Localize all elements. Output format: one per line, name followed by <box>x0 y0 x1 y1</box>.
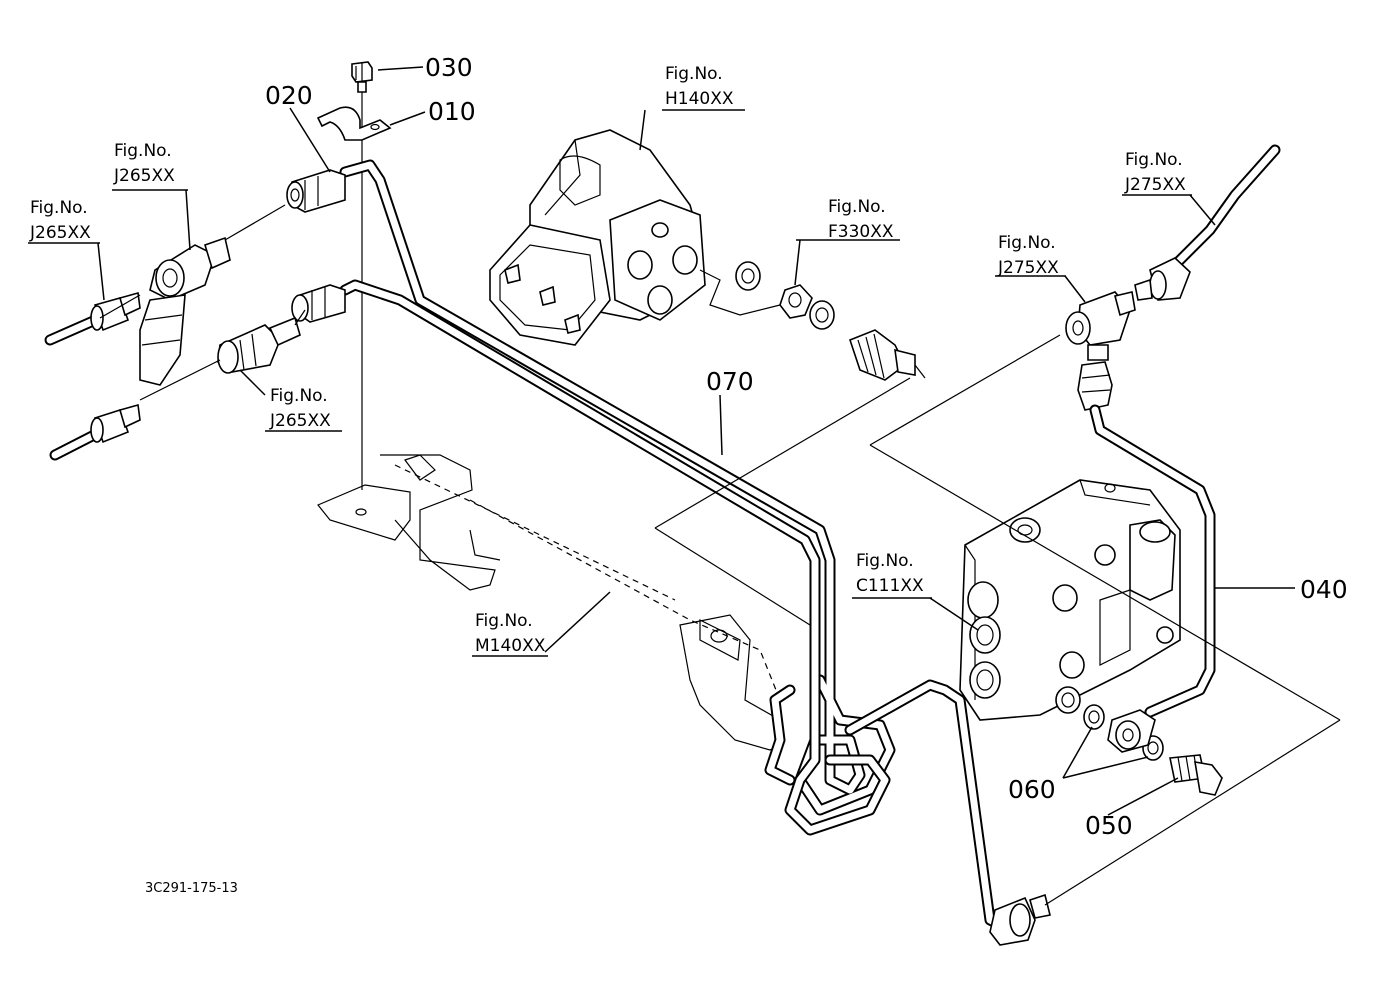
fig-ref-c111: Fig.No. C111XX <box>852 551 932 599</box>
fig-ref-m140: Fig.No. M140XX <box>472 611 548 657</box>
eye-fitting <box>1107 709 1156 753</box>
leader-lines <box>97 66 1341 906</box>
part-label-060: 060 <box>1008 775 1056 804</box>
svg-text:H140XX: H140XX <box>665 89 734 109</box>
tee-fitting-j275 <box>1065 291 1136 361</box>
svg-text:C111XX: C111XX <box>856 576 924 596</box>
svg-text:Fig.No.: Fig.No. <box>270 386 328 406</box>
pipe-070 <box>339 159 1016 936</box>
fig-ref-j265-mid: Fig.No. J265XX <box>265 386 342 432</box>
fig-ref-j275-upper: Fig.No. J275XX <box>1122 150 1192 196</box>
frame-bracket-m140 <box>317 454 781 751</box>
svg-text:Fig.No.: Fig.No. <box>114 141 172 161</box>
pipe-fitting-020 <box>286 169 346 213</box>
clamp-010 <box>316 106 392 141</box>
svg-text:M140XX: M140XX <box>475 636 546 656</box>
fig-ref-f330: Fig.No. F330XX <box>796 197 900 242</box>
svg-text:J265XX: J265XX <box>269 411 331 431</box>
fig-ref-j275-lower: Fig.No. J275XX <box>995 233 1066 278</box>
svg-text:F330XX: F330XX <box>828 222 894 242</box>
fig-ref-j265-top: Fig.No. J265XX <box>112 141 188 191</box>
banjo-bolt-050 <box>1169 754 1223 796</box>
part-label-010: 010 <box>428 97 476 126</box>
svg-text:Fig.No.: Fig.No. <box>30 198 88 218</box>
pipe-fitting-lower <box>291 284 346 323</box>
svg-text:J275XX: J275XX <box>997 258 1059 278</box>
drawing-code: 3C291-175-13 <box>145 881 238 896</box>
elbow-fitting-j265 <box>99 204 286 386</box>
pipe-040 <box>1077 361 1216 718</box>
svg-text:Fig.No.: Fig.No. <box>475 611 533 631</box>
fig-ref-j265-left: Fig.No. J265XX <box>28 198 100 244</box>
svg-text:Fig.No.: Fig.No. <box>998 233 1056 253</box>
svg-text:Fig.No.: Fig.No. <box>856 551 914 571</box>
svg-text:J275XX: J275XX <box>1124 175 1186 195</box>
part-labels: 030 020 010 070 040 060 050 <box>265 53 1348 840</box>
part-label-020: 020 <box>265 81 313 110</box>
svg-text:Fig.No.: Fig.No. <box>1125 150 1183 170</box>
steering-unit-h140 <box>489 129 706 346</box>
part-label-030: 030 <box>425 53 473 82</box>
part-label-050: 050 <box>1085 811 1133 840</box>
control-valve-c111 <box>959 479 1181 721</box>
fitting-j265-lower-left <box>90 403 141 444</box>
part-label-070: 070 <box>706 367 754 396</box>
fig-ref-h140: Fig.No. H140XX <box>662 64 745 111</box>
svg-text:Fig.No.: Fig.No. <box>665 64 723 84</box>
svg-text:Fig.No.: Fig.No. <box>828 197 886 217</box>
svg-text:J265XX: J265XX <box>113 166 175 186</box>
svg-text:J265XX: J265XX <box>29 223 91 243</box>
fittings-f330 <box>699 261 926 381</box>
right-pipe-j275 <box>1134 144 1281 301</box>
union-fitting-j265 <box>139 309 306 401</box>
part-label-040: 040 <box>1300 575 1348 604</box>
figure-refs: Fig.No. H140XX Fig.No. F330XX Fig.No. J2… <box>28 64 1192 657</box>
pipe-end-fitting-bottom <box>989 893 1051 946</box>
